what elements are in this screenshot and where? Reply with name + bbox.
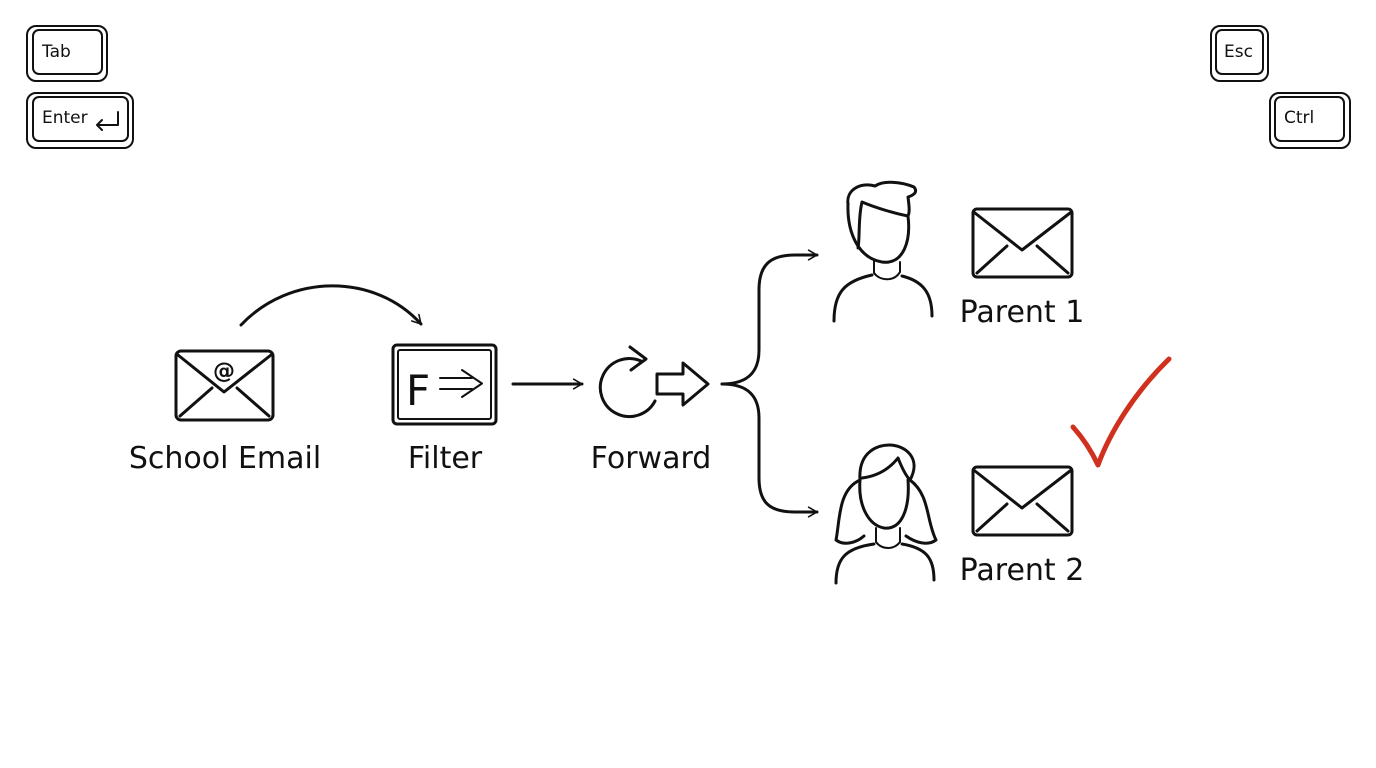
check-icon [1070,356,1172,468]
forward-label: Forward [591,441,712,476]
forward-node: Forward [591,345,712,476]
parent-1-node: Parent 1 [832,180,1085,330]
enter-return-icon [96,111,119,131]
parent-2-label: Parent 2 [960,553,1085,588]
filter-icon: F [391,343,498,426]
ctrl-key-label: Ctrl [1284,108,1314,128]
tab-key-label: Tab [41,42,71,62]
parent-2-node: Parent 2 [834,443,1085,588]
person-icon [832,180,934,323]
esc-key: Esc [1210,25,1269,82]
enter-key: Enter [26,92,134,149]
esc-key-label: Esc [1224,42,1253,62]
school-email-node: @ School Email [129,349,321,476]
filter-node: F Filter [391,343,498,476]
school-email-label: School Email [129,441,321,476]
person-icon [834,443,938,585]
envelope-icon [971,465,1074,537]
envelope-icon [971,207,1074,279]
filter-label: Filter [408,441,483,476]
parent-1-label: Parent 1 [960,295,1085,330]
ctrl-key: Ctrl [1269,92,1351,149]
filter-letter: F [406,366,430,415]
arc-arrow [239,284,423,327]
tab-key: Tab [26,25,108,82]
at-sign: @ [213,359,235,384]
forward-icon [598,345,710,419]
split-brace [720,249,819,518]
enter-key-label: Enter [42,108,88,128]
envelope-icon: @ [174,349,275,422]
